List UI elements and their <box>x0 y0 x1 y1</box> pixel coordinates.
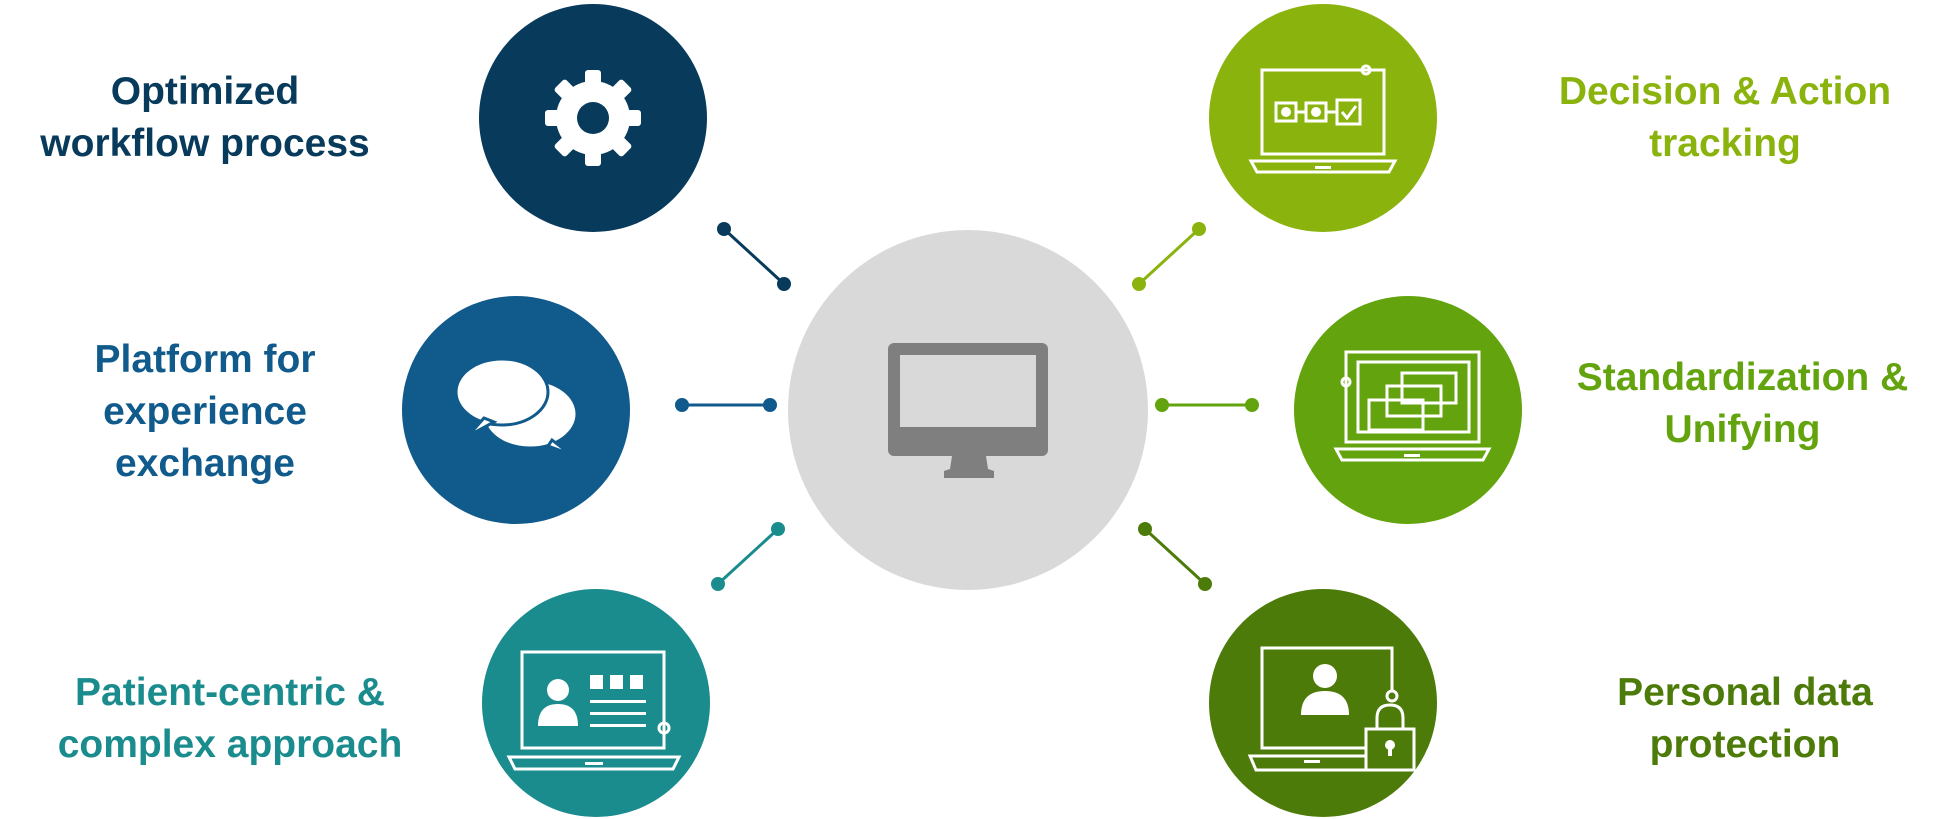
gear-icon <box>545 70 641 166</box>
label-platform-line3: exchange <box>115 442 295 485</box>
label-personal: Personal data protection <box>1560 667 1930 771</box>
decision-circle <box>1209 4 1437 232</box>
label-decision-line1: Decision & Action <box>1558 70 1892 113</box>
label-patient-line1: Patient-centric & <box>75 671 385 714</box>
label-workflow-line1: Optimized <box>110 70 300 113</box>
label-patient: Patient-centric & complex approach <box>20 667 440 771</box>
label-decision: Decision & Action tracking <box>1520 66 1930 170</box>
label-personal-line1: Personal data <box>1617 671 1873 714</box>
stacked-windows-laptop-icon <box>1333 350 1492 462</box>
label-decision-line2: tracking <box>1649 122 1801 165</box>
label-personal-line2: protection <box>1649 723 1841 766</box>
connector-decision <box>1132 222 1206 291</box>
padlock-laptop-icon <box>1247 646 1416 772</box>
standard-circle <box>1294 296 1522 524</box>
connector-workflow <box>717 222 791 291</box>
speech-bubbles-icon <box>454 357 579 456</box>
label-platform-line1: Platform for <box>94 338 316 381</box>
label-platform: Platform for experience exchange <box>10 334 400 490</box>
connector-standard <box>1155 398 1259 412</box>
label-platform-line2: experience <box>103 390 307 433</box>
label-standard: Standardization & Unifying <box>1550 352 1935 456</box>
label-standard-line1: Standardization & <box>1576 356 1909 399</box>
desktop-monitor-icon <box>888 343 1048 478</box>
label-patient-line2: complex approach <box>57 723 403 766</box>
patient-card-laptop-icon <box>506 650 682 771</box>
label-workflow-line2: workflow process <box>40 122 370 165</box>
connector-patient <box>711 522 785 591</box>
connector-platform <box>675 398 777 412</box>
process-checklist-laptop-icon <box>1248 64 1398 174</box>
connector-personal <box>1138 522 1212 591</box>
label-workflow: Optimized workflow process <box>10 66 400 170</box>
label-standard-line2: Unifying <box>1664 408 1821 451</box>
